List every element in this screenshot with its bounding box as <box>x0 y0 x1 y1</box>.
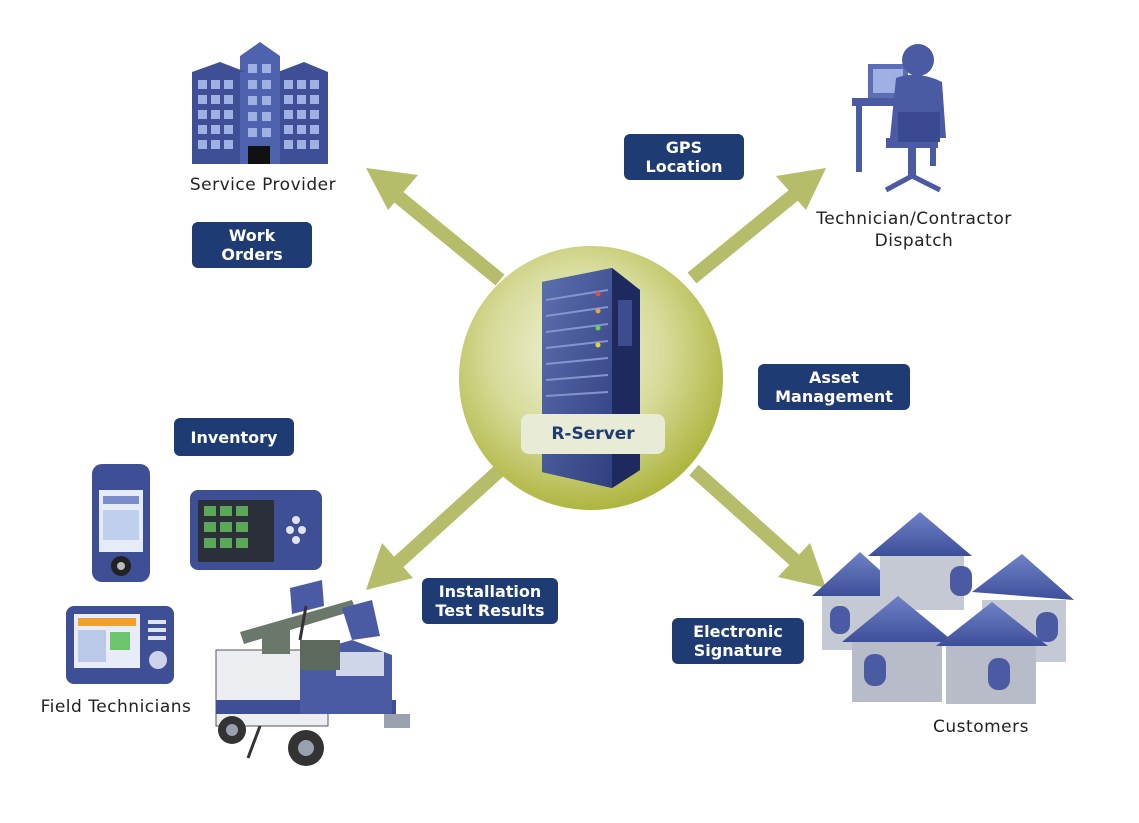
building-icon <box>192 42 328 164</box>
houses-icon <box>812 512 1074 704</box>
bucket-truck-icon <box>215 580 410 766</box>
tablet-tester-icon <box>190 490 322 570</box>
inventory-badge: Inventory <box>174 418 294 456</box>
r-server-text: R-Server <box>551 424 635 444</box>
arrowhead-field-technicians <box>366 543 413 590</box>
server-rack-icon <box>542 268 640 488</box>
field-technicians-label: Field Technicians <box>40 697 192 717</box>
service-provider-label: Service Provider <box>189 175 337 195</box>
spectrum-tester-icon <box>66 606 174 684</box>
arrow-to-customers <box>689 464 805 571</box>
arrowhead-dispatch <box>776 168 826 210</box>
arrow-to-field-technicians <box>387 464 505 574</box>
arrows <box>366 168 826 590</box>
arrowhead-customers <box>778 543 826 588</box>
customers-label: Customers <box>933 717 1029 737</box>
arrow-to-service-provider <box>385 184 505 286</box>
arrowhead-service-provider <box>366 168 418 210</box>
arrow-to-dispatch <box>687 184 805 284</box>
handheld-tester-icon <box>92 464 150 582</box>
r-server-label: R-Server <box>521 414 665 454</box>
dispatch-label: Technician/Contractor Dispatch <box>816 209 1012 251</box>
dispatcher-icon <box>852 44 946 193</box>
